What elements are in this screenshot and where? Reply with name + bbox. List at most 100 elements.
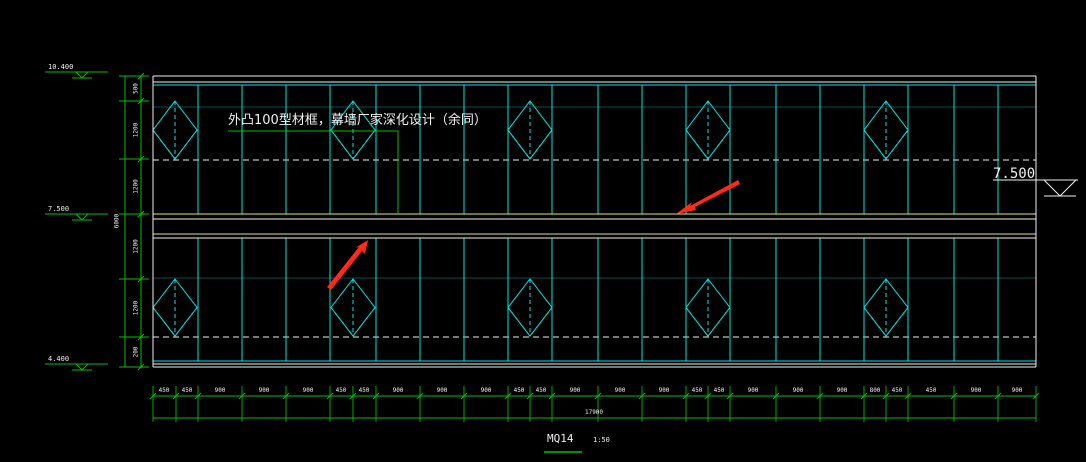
vdim-label-3: 1200 (133, 239, 140, 254)
hdim-label-0: 450 (159, 387, 170, 394)
elev-triangle-bot (75, 363, 89, 371)
hdim-label-6: 450 (359, 387, 370, 394)
vdim-label-4: 1200 (133, 300, 140, 315)
vent-hinge-l-1-4 (863, 307, 887, 337)
vent-hinge-l-1-2 (507, 307, 531, 337)
vdim-slash-4 (137, 275, 145, 283)
vent-hinge-l-0-0 (152, 129, 176, 160)
hdim-slash-22 (904, 392, 912, 400)
drawing-title: MQ14 (547, 432, 574, 445)
vent-hinge-r-1-1 (352, 307, 376, 337)
elevation-markers: 10.400 7.500 4.400 (45, 63, 1078, 371)
horizontal-dimensions: 450 450 900 900 900 450 450 900 900 900 450 450 900 9… (149, 386, 1040, 422)
vdim-slash-6 (137, 363, 145, 371)
hdim-slash-4 (282, 392, 290, 400)
vdim-label-0: 500 (133, 83, 140, 94)
elev-right-triangle (1043, 179, 1077, 197)
hdim-slash-3 (238, 392, 246, 400)
drawing-scale: 1:50 (593, 436, 610, 444)
hdim-slash-13 (594, 392, 602, 400)
hdim-label-10: 450 (514, 387, 525, 394)
hdim-slash-12 (548, 392, 556, 400)
hdim-label-7: 900 (393, 387, 404, 394)
hdim-label-9: 900 (481, 387, 492, 394)
hdim-label-20: 800 (870, 387, 881, 394)
vent-hinge-r-1-0 (174, 307, 198, 337)
vdim-slash-0 (137, 72, 145, 80)
hdim-slash-23 (950, 392, 958, 400)
hdim-label-16: 450 (714, 387, 725, 394)
vent-hinge-r-1-2 (529, 307, 553, 337)
vent-hinge-r-1-4 (885, 307, 909, 337)
opening-vent-marks (152, 100, 909, 337)
vent-hinge-l-1-3 (685, 307, 709, 337)
vdim-label-1: 1200 (133, 122, 140, 137)
vent-hinge-r-0-4 (885, 129, 909, 160)
hdim-label-17: 900 (748, 387, 759, 394)
hdim-slash-15 (682, 392, 690, 400)
elev-label-top: 10.400 (48, 63, 73, 71)
hdim-slash-25 (1032, 392, 1040, 400)
vdim-total-label: 6000 (114, 213, 121, 228)
hdim-label-4: 900 (303, 387, 314, 394)
hdim-slash-2 (194, 392, 202, 400)
vent-hinge-l-0-1 (330, 129, 354, 160)
hdim-slash-19 (816, 392, 824, 400)
hdim-slash-6 (349, 392, 357, 400)
hdim-label-18: 900 (793, 387, 804, 394)
elev-triangle-top (75, 71, 89, 79)
hdim-slash-5 (326, 392, 334, 400)
hdim-label-23: 900 (971, 387, 982, 394)
vent-hinge-r-0-1 (352, 129, 376, 160)
hdim-label-1: 450 (182, 387, 193, 394)
elev-label-bot: 4.400 (48, 355, 69, 363)
hdim-label-2: 900 (215, 387, 226, 394)
hdim-label-22: 450 (926, 387, 937, 394)
vdim-slash-5 (137, 333, 145, 341)
hdim-slash-21 (882, 392, 890, 400)
hdim-total-label: 17900 (585, 409, 603, 416)
annotation-leader (228, 130, 399, 214)
red-arrow-right (676, 180, 740, 214)
frame-annotation-text: 外凸100型材框，幕墙厂家深化设计（余同） (228, 112, 487, 128)
hdim-slash-24 (994, 392, 1002, 400)
wall-outline (152, 75, 1037, 368)
hdim-label-5: 450 (336, 387, 347, 394)
hdim-slash-9 (460, 392, 468, 400)
vent-hinge-r-0-2 (529, 129, 553, 160)
vdim-slash-3 (137, 210, 145, 218)
hdim-slash-8 (416, 392, 424, 400)
vent-hinge-r-1-3 (707, 307, 731, 337)
elev-label-mid: 7.500 (48, 205, 69, 213)
vent-hinge-l-0-2 (507, 129, 531, 160)
vent-hinge-l-1-0 (152, 307, 176, 337)
hdim-slash-10 (504, 392, 512, 400)
right-elevation-label: 7.500 (993, 166, 1035, 182)
vent-hinge-l-1-1 (330, 307, 354, 337)
hdim-slash-14 (638, 392, 646, 400)
hdim-slash-1 (172, 392, 180, 400)
vent-hinge-l-0-3 (685, 129, 709, 160)
hdim-label-11: 450 (536, 387, 547, 394)
hdim-slash-0 (149, 392, 157, 400)
hdim-label-14: 900 (659, 387, 670, 394)
hdim-slash-11 (526, 392, 534, 400)
hdim-label-12: 900 (570, 387, 581, 394)
vdim-slash-1 (137, 97, 145, 105)
hdim-label-21: 450 (892, 387, 903, 394)
mullion-grid (153, 85, 1036, 361)
hdim-label-13: 900 (615, 387, 626, 394)
vdim-label-5: 200 (133, 346, 140, 357)
elev-triangle-mid (75, 213, 89, 221)
hdim-label-3: 900 (259, 387, 270, 394)
vent-hinge-r-0-0 (174, 129, 198, 160)
vdim-slash-2 (137, 155, 145, 163)
hdim-slash-20 (860, 392, 868, 400)
hdim-label-19: 900 (837, 387, 848, 394)
hdim-slash-16 (704, 392, 712, 400)
hdim-label-15: 450 (692, 387, 703, 394)
hdim-slash-17 (726, 392, 734, 400)
